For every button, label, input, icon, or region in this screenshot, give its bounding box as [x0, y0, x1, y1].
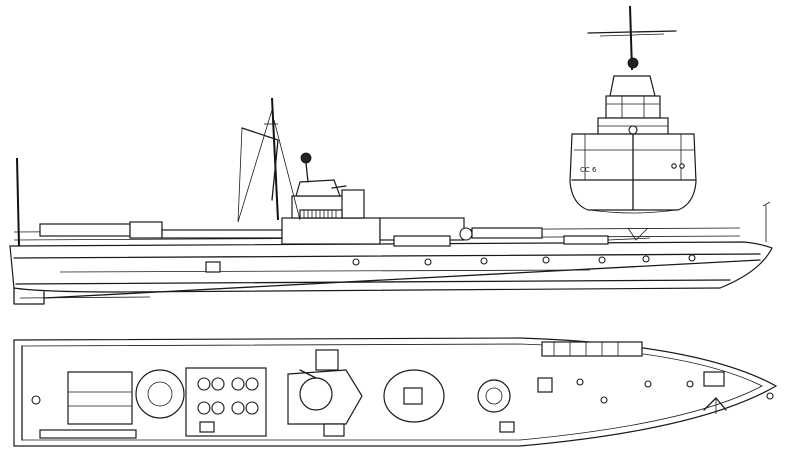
plan-torpedo-rack [541, 341, 643, 357]
radiator-grille [299, 209, 343, 219]
hull-hatch [205, 261, 221, 273]
aft-gun-mount [129, 221, 163, 239]
bridge-wing [341, 189, 365, 219]
forward-torpedo-rack [471, 227, 543, 239]
depth-charge-rails [161, 229, 283, 239]
mast-flag [241, 127, 279, 201]
side-superstructure [281, 217, 381, 245]
forward-gun-side [459, 227, 473, 241]
masthead-light [627, 57, 639, 69]
side-view [9, 97, 773, 305]
hull-marking: CC 6 [580, 166, 597, 174]
main-mast [271, 97, 279, 221]
sheer-line [13, 253, 761, 259]
plan-bridge-wing [315, 349, 339, 371]
front-view: CC 6 [569, 5, 697, 214]
plan-hatch-a [323, 423, 345, 437]
gun-turret-side [295, 179, 341, 197]
aft-engine-hatch [67, 371, 133, 425]
side-hull [9, 241, 773, 293]
front-bridge-top [609, 75, 656, 97]
plan-turret [299, 377, 333, 411]
aft-gun-tub [135, 369, 185, 419]
plan-view [13, 337, 778, 447]
forward-gun-tub [477, 379, 511, 413]
front-yard [587, 30, 677, 34]
ventilators [197, 377, 259, 415]
torpedo-tube-side [393, 235, 451, 247]
searchlight [300, 152, 312, 164]
plan-hatch-b [537, 377, 553, 393]
forward-rack [563, 235, 609, 245]
plan-depth-charge-rail [39, 429, 137, 439]
torpedo-rack-aft [39, 223, 131, 237]
waterline [15, 279, 731, 285]
front-bridge [605, 95, 661, 119]
stern-flagstaff [16, 157, 20, 247]
bow-hatch [703, 371, 725, 387]
